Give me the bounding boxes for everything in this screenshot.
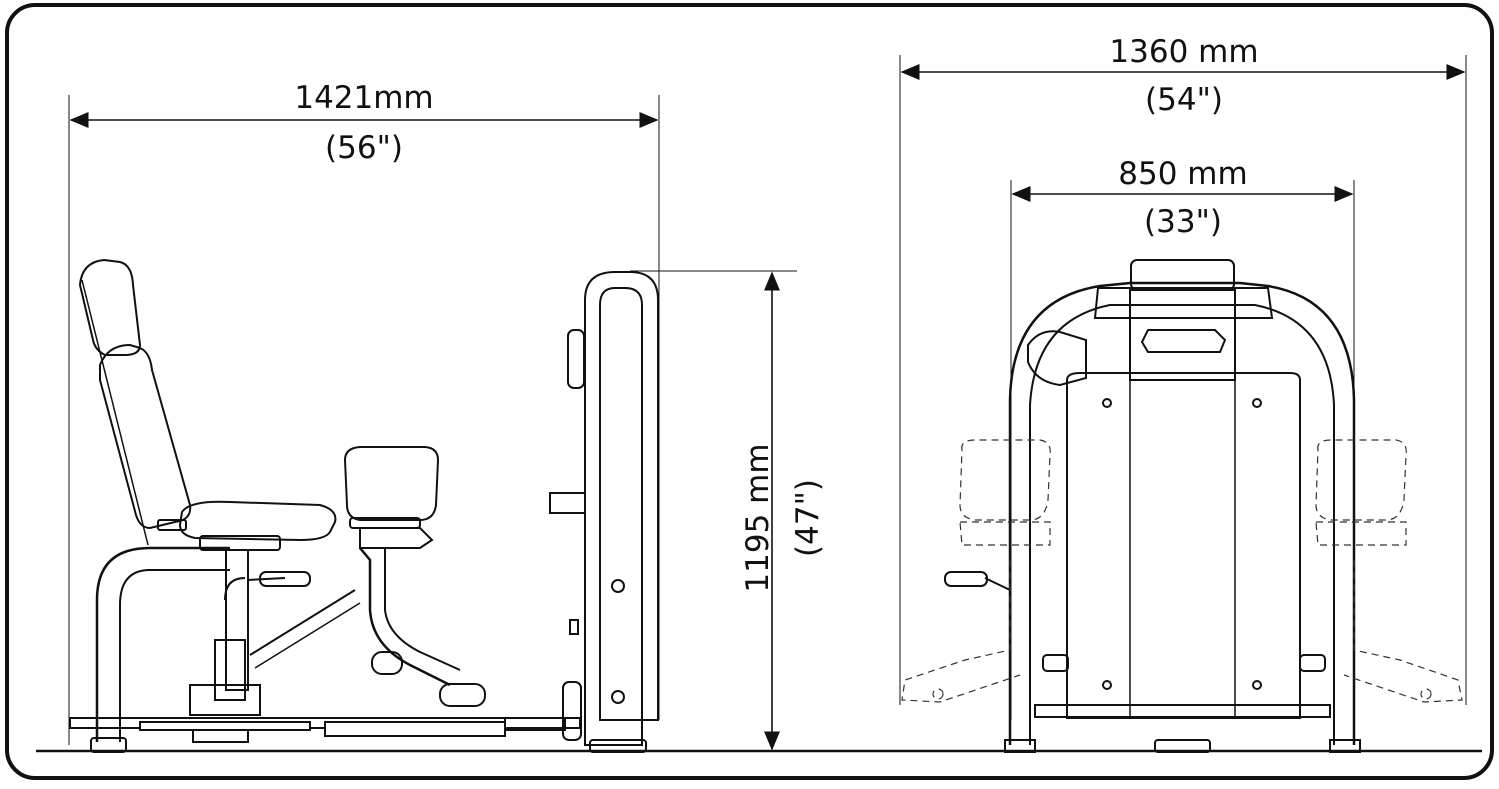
front-view-machine [901,259,1463,753]
side-length-imperial: (56") [325,130,403,166]
side-height-metric: 1195 mm [740,443,776,592]
backrest-main-pad [99,343,192,530]
front-width-base-imperial: (33") [1144,204,1222,240]
thigh-pad [343,446,440,521]
front-width-total-imperial: (54") [1145,82,1223,118]
seat-pad [178,500,337,542]
front-width-total-dimension: 1360 mm (54") [899,34,1467,705]
drawing-border [5,3,1494,780]
front-width-base-metric: 850 mm [1118,156,1247,192]
front-width-total-metric: 1360 mm [1109,34,1258,70]
side-length-metric: 1421mm [294,80,433,116]
front-upright [584,271,659,746]
front-width-base-dimension: 850 mm (33") [1010,156,1355,720]
side-length-dimension: 1421mm (56") [68,80,660,745]
side-height-dimension: 1195 mm (47") [630,270,826,751]
side-view-machine [69,258,659,753]
side-height-imperial: (47") [790,479,826,557]
